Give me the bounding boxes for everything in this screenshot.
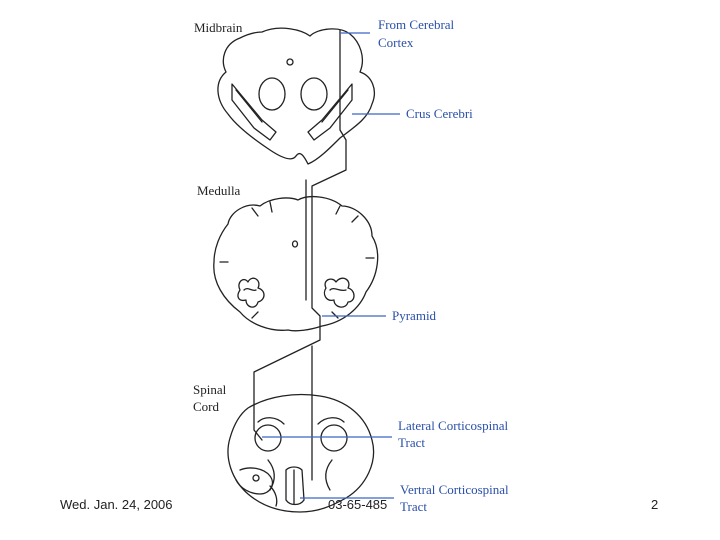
footer-course-code: 03-65-485	[328, 497, 388, 512]
midbrain-section	[217, 27, 375, 165]
footer-page-number: 2	[651, 497, 659, 512]
label-midbrain: Midbrain	[194, 20, 243, 35]
callout-pyramid: Pyramid	[392, 308, 437, 323]
medulla-central-canal	[291, 240, 299, 248]
callout-lateral-1: Lateral Corticospinal	[398, 418, 509, 433]
label-spinal: Spinal	[193, 382, 227, 397]
spinal-cord-section	[227, 393, 375, 513]
callout-lateral-2: Tract	[398, 435, 425, 450]
medulla-right-olive	[323, 277, 355, 308]
callout-crus-cerebri: Crus Cerebri	[406, 106, 473, 121]
callout-ventral-1: Vertral Corticospinal	[400, 482, 509, 497]
crus-cerebri-left	[231, 83, 277, 141]
label-medulla: Medulla	[197, 183, 241, 198]
midbrain-left-nucleus	[258, 77, 286, 111]
callout-ventral-2: Tract	[400, 499, 427, 514]
spinal-left-lateral-tract	[254, 424, 282, 452]
midbrain-aqueduct	[286, 58, 294, 66]
callout-cerebral-cortex-2: Cortex	[378, 35, 414, 50]
midbrain-right-nucleus	[300, 77, 328, 111]
callout-cerebral-cortex-1: From Cerebral	[378, 17, 455, 32]
descending-tract-line	[253, 29, 347, 441]
label-cord: Cord	[193, 399, 219, 414]
footer-date: Wed. Jan. 24, 2006	[60, 497, 173, 512]
medulla-section	[213, 195, 379, 332]
medulla-left-olive	[237, 277, 265, 308]
crus-cerebri-right	[307, 83, 353, 141]
spinal-right-lateral-tract	[320, 424, 348, 452]
